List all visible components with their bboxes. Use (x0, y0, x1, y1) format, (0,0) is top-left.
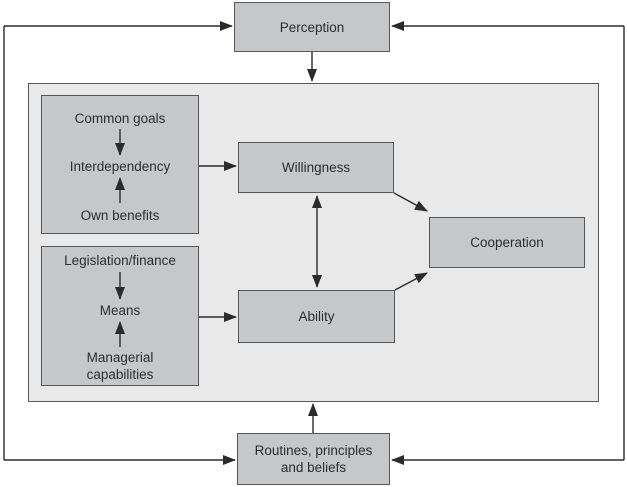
label-legislation-finance: Legislation/finance (64, 253, 176, 268)
label-common-goals: Common goals (74, 111, 166, 126)
label-managerial-line2: capabilities (86, 367, 154, 382)
node-perception-label: Perception (279, 19, 345, 35)
label-managerial-line1: Managerial (86, 350, 154, 365)
node-ability-label: Ability (298, 309, 335, 324)
node-willingness-label: Willingness (281, 160, 351, 175)
ability-inputs-group (41, 246, 199, 386)
node-routines: Routines, principles and beliefs (237, 433, 390, 485)
node-routines-label: Routines, principles and beliefs (255, 442, 373, 476)
label-managerial-capabilities: Managerial capabilities (41, 349, 199, 383)
node-ability: Ability (238, 290, 395, 343)
label-own-benefits: Own benefits (80, 208, 160, 223)
node-cooperation: Cooperation (429, 217, 585, 268)
node-routines-line1: Routines, principles (254, 443, 373, 458)
willingness-inputs-group (41, 95, 199, 234)
node-perception: Perception (234, 2, 390, 52)
label-means: Means (99, 303, 141, 318)
node-willingness: Willingness (238, 142, 394, 193)
label-interdependency: Interdependency (69, 159, 171, 174)
node-cooperation-label: Cooperation (470, 235, 544, 250)
node-routines-line2: and beliefs (280, 460, 347, 475)
